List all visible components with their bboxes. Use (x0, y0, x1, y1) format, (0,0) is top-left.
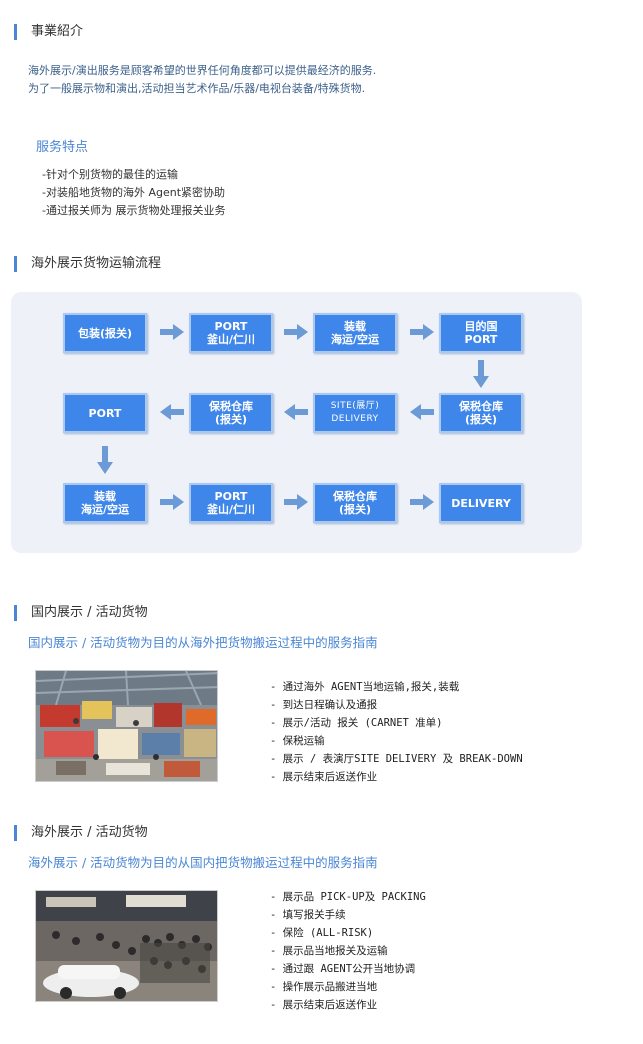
flow-step-line1: 保税仓库 (459, 400, 503, 413)
list-item: - 展示品 PICK-UP及 PACKING (270, 891, 426, 903)
arrow-right-icon (160, 324, 184, 340)
arrow-down-icon (97, 446, 113, 474)
list-item: - 保税运输 (270, 735, 325, 747)
flow-step-loading-return: 装载 海运/空运 (63, 483, 147, 523)
flow-step-line1: SITE(展厅) (330, 401, 380, 411)
list-item: - 保险 (ALL-RISK) (270, 927, 374, 939)
intro-line: 海外展示/演出服务是顾客希望的世界任何角度都可以提供最经济的服务. (28, 64, 377, 77)
list-item: - 展示结束后返送作业 (270, 999, 378, 1011)
intro-line: 为了一般展示物和演出,活动担当艺术作品/乐器/电视台装备/特殊货物. (28, 82, 366, 95)
flow-step-line1: 包装(报关) (77, 326, 133, 340)
features-list: -针对个别货物的最佳的运输 -对装船地货物的海外 Agent紧密协助 -通过报关… (42, 166, 225, 220)
flow-step-line1: PORT (214, 490, 248, 503)
flow-step-line1: 装载 (344, 320, 366, 333)
list-item: -通过报关师为 展示货物处理报关业务 (42, 204, 226, 217)
flow-step-line1: 保税仓库 (209, 400, 253, 413)
flow-step-line2: 釜山/仁川 (206, 333, 256, 346)
flow-step-line2: 海运/空运 (330, 333, 380, 346)
arrow-down-icon (473, 360, 489, 388)
car-show-photo (35, 890, 218, 1002)
flow-step-line1: 目的国 (464, 320, 498, 333)
domestic-headline: 国内展示 / 活动货物为目的从海外把货物搬运过程中的服务指南 (28, 635, 378, 650)
list-item: -对装船地货物的海外 Agent紧密协助 (42, 186, 226, 199)
domestic-title: 国内展示 / 活动货物 (14, 605, 148, 621)
intro-text: 海外展示/演出服务是顾客希望的世界任何角度都可以提供最经济的服务. 为了一般展示… (28, 62, 376, 98)
overseas-service-list: - 展示品 PICK-UP及 PACKING - 填写报关手续 - 保险 (AL… (270, 888, 426, 1014)
flow-panel: 包装(报关) PORT 釜山/仁川 装载 海运/空运 目的国 PORT PORT… (11, 292, 582, 553)
flow-step-line1: PORT (88, 406, 122, 420)
arrow-left-icon (410, 404, 434, 420)
flow-step-bonded-warehouse-a: 保税仓库 (报关) (189, 393, 273, 433)
list-item: - 展示结束后返送作业 (270, 771, 378, 783)
flow-step-bonded-warehouse-c: 保税仓库 (报关) (313, 483, 397, 523)
flow-step-port-origin: PORT 釜山/仁川 (189, 313, 273, 353)
list-item: -针对个别货物的最佳的运输 (42, 168, 178, 181)
arrow-right-icon (410, 494, 434, 510)
intro-title: 事業紹介 (14, 24, 83, 40)
flow-step-line1: DELIVERY (451, 496, 511, 510)
flow-step-line2: (报关) (464, 413, 498, 426)
flow-step-packing: 包装(报关) (63, 313, 147, 353)
list-item: - 展示/活动 报关 (CARNET 准单) (270, 717, 443, 729)
overseas-title: 海外展示 / 活动货物 (14, 825, 148, 841)
flow-step-loading: 装载 海运/空运 (313, 313, 397, 353)
flow-step-bonded-warehouse-b: 保税仓库 (报关) (439, 393, 523, 433)
list-item: - 填写报关手续 (270, 909, 346, 921)
flow-step-delivery: DELIVERY (439, 483, 523, 523)
flow-step-line2: (报关) (338, 503, 372, 516)
arrow-left-icon (284, 404, 308, 420)
arrow-right-icon (410, 324, 434, 340)
flow-step-line1: PORT (214, 320, 248, 333)
flow-step-port-return: PORT 釜山/仁川 (189, 483, 273, 523)
flow-step-site-delivery: SITE(展厅) DELIVERY (313, 393, 397, 433)
flow-step-line2: (报关) (214, 413, 248, 426)
flow-step-line2: 海运/空运 (80, 503, 130, 516)
exhibition-hall-photo (35, 670, 218, 782)
arrow-right-icon (284, 324, 308, 340)
flow-step-port: PORT (63, 393, 147, 433)
list-item: - 通过跟 AGENT公开当地协调 (270, 963, 416, 975)
flow-step-line1: 装载 (94, 490, 116, 503)
list-item: - 到达日程确认及通报 (270, 699, 378, 711)
arrow-right-icon (284, 494, 308, 510)
overseas-headline: 海外展示 / 活动货物为目的从国内把货物搬运过程中的服务指南 (28, 855, 378, 870)
arrow-left-icon (160, 404, 184, 420)
flow-title: 海外展示货物运输流程 (14, 256, 161, 272)
list-item: - 操作展示品搬进当地 (270, 981, 378, 993)
arrow-right-icon (160, 494, 184, 510)
flow-step-line2: PORT (464, 333, 498, 346)
flow-step-line1: 保税仓库 (333, 490, 377, 503)
features-title: 服务特点 (36, 140, 89, 155)
flow-step-line2: 釜山/仁川 (206, 503, 256, 516)
flow-step-line2: DELIVERY (331, 414, 379, 424)
list-item: - 通过海外 AGENT当地运输,报关,装载 (270, 681, 460, 693)
list-item: - 展示 / 表演厅SITE DELIVERY 及 BREAK-DOWN (270, 753, 523, 765)
list-item: - 展示品当地报关及运输 (270, 945, 388, 957)
flow-step-destination-port: 目的国 PORT (439, 313, 523, 353)
domestic-service-list: - 通过海外 AGENT当地运输,报关,装载 - 到达日程确认及通报 - 展示/… (270, 678, 523, 786)
